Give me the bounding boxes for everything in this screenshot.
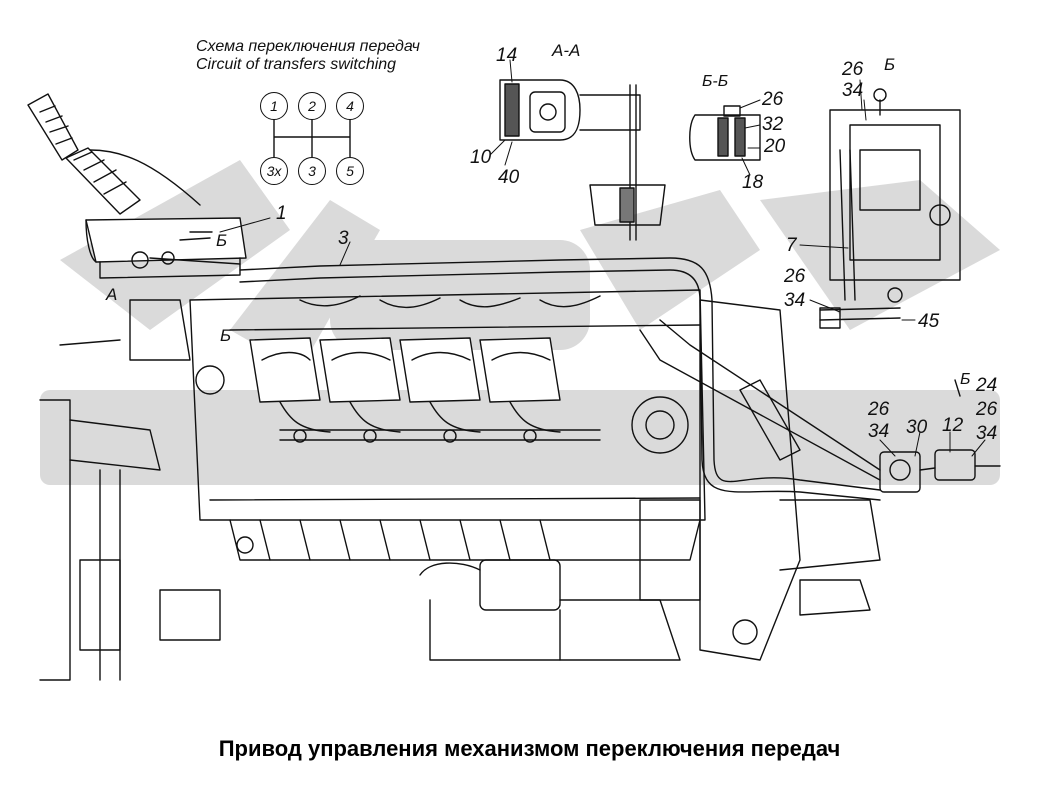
section-label-b-top: Б [884,55,896,74]
gear-position-4: 4 [336,92,364,120]
part-24: 24 [976,375,998,396]
section-label-b-right: Б [960,371,971,388]
part-1: 1 [276,203,287,224]
leader-lines [219,59,986,457]
section-a-a [499,79,666,241]
section-label-b-mid: Б [220,326,232,345]
shift-rod [239,257,881,501]
part-32: 32 [762,114,784,135]
part-30: 30 [906,417,928,438]
part-26-lower: 26 [868,399,890,420]
gear-position-3: 3 [298,157,326,185]
section-label-b-b: Б-Б [702,73,729,90]
part-18: 18 [742,172,764,193]
part-7: 7 [786,235,797,256]
gear-position-1: 1 [260,92,288,120]
part-34-right: 34 [976,423,998,444]
section-label-a-a: А-А [552,41,581,60]
gear-lever [27,93,247,279]
part-26-mid: 26 [784,266,806,287]
section-b-b [689,105,761,161]
part-14: 14 [496,45,518,66]
part-34-mid: 34 [784,290,806,311]
part-26-top: 26 [842,59,864,80]
gearbox-detail-b [819,88,961,329]
gear-position-3x: 3х [260,157,288,185]
scheme-title: Схема переключения передач Circuit of tr… [196,38,420,75]
gear-position-5: 5 [336,157,364,185]
part-26-right: 26 [976,399,998,420]
part-10: 10 [470,147,492,168]
scheme-title-en: Circuit of transfers switching [196,56,397,74]
scheme-title-ru: Схема переключения передач [196,38,420,55]
part-12: 12 [942,415,964,436]
section-label-a: А [106,285,118,304]
part-20: 20 [764,136,786,157]
part-40: 40 [498,167,520,188]
part-26-bb: 26 [762,89,784,110]
engine-block [39,289,881,681]
part-45: 45 [918,311,940,332]
part-34-lower: 34 [868,421,890,442]
linkage-detail-b [879,379,1001,493]
diagram-caption: Привод управления механизмом переключени… [218,736,841,761]
section-label-b-lever: Б [216,231,228,250]
part-3: 3 [338,228,349,249]
part-34-top: 34 [842,80,864,101]
gear-position-2: 2 [298,92,326,120]
